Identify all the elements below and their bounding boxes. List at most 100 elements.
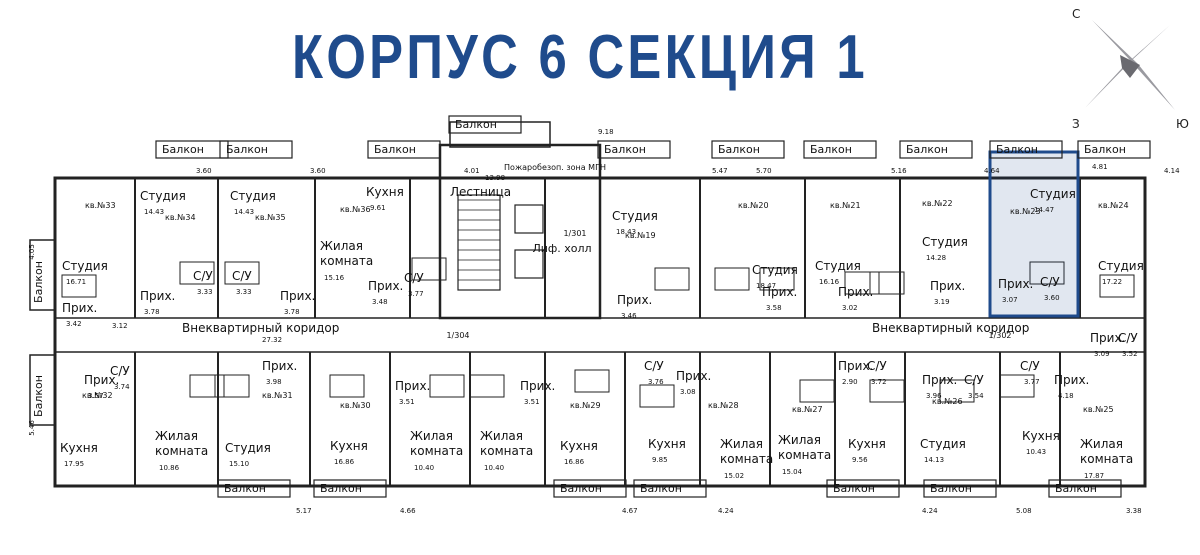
room-area: 3.09	[1094, 350, 1110, 358]
room-area: 15.02	[724, 472, 744, 480]
room-area: 3.46	[621, 312, 637, 320]
balcony-dim: 4.14	[1164, 167, 1180, 175]
compass-w: З	[1072, 117, 1080, 131]
room-area: 14.28	[926, 254, 946, 262]
balcony-label: Балкон	[320, 482, 362, 495]
balcony-dim: 4.64	[984, 167, 1000, 175]
lift-shaft-1	[514, 204, 544, 234]
apartment-number: кв.№22	[922, 199, 953, 208]
room-name: Кухня	[60, 441, 98, 455]
room-area: 14.47	[1034, 206, 1054, 214]
balcony-label: Балкон	[930, 482, 972, 495]
balcony-label: Балкон	[32, 375, 45, 417]
room-area: 3.19	[934, 298, 950, 306]
balcony-box	[219, 140, 293, 159]
labels: Балкон9.18Балкон3.60Балкон3.60Балкон4.01…	[28, 118, 1180, 515]
apartment-number: кв.№23	[1010, 207, 1041, 216]
balcony-box	[155, 140, 229, 159]
bathroom-fixture	[869, 271, 905, 295]
room-name: С/У	[110, 364, 130, 378]
room-area: 3.60	[1044, 294, 1060, 302]
room-area: 15.04	[782, 468, 803, 476]
balcony-label: Балкон	[906, 143, 948, 156]
room-name: Студия	[62, 259, 108, 273]
room-name: Прих.	[1054, 373, 1089, 387]
room-area: 9.56	[852, 456, 868, 464]
room-name: Прих.	[1090, 331, 1125, 345]
bathroom-fixture	[189, 374, 225, 398]
balcony-label: Балкон	[810, 143, 852, 156]
room-area: 3.98	[266, 378, 282, 386]
room-name: Студия	[1098, 259, 1144, 273]
apartment-number: кв.№35	[255, 213, 286, 222]
balcony-label: Балкон	[996, 143, 1038, 156]
room-name: Прих.	[617, 293, 652, 307]
balcony-dim: 5.47	[712, 167, 728, 175]
balcony-label: Балкон	[455, 118, 497, 131]
apartment-number: кв.№27	[792, 405, 823, 414]
room-name: С/У	[1040, 275, 1060, 289]
apartment-number: кв.№24	[1098, 201, 1129, 210]
balcony-box	[899, 140, 973, 159]
room-name: Прих.	[280, 289, 315, 303]
room-area: 3.33	[236, 288, 252, 296]
balcony-box	[711, 140, 785, 159]
room-name: С/У	[867, 359, 887, 373]
room-name: Кухня	[330, 439, 368, 453]
balcony-dim: 4.66	[400, 507, 416, 515]
balcony-dim: 4.05	[28, 244, 36, 260]
apartment-number: кв.№30	[340, 401, 371, 410]
balcony-box	[826, 479, 900, 498]
compass-needle-center	[1120, 55, 1140, 78]
room-area: 2.90	[842, 378, 858, 386]
bathroom-fixture	[714, 267, 750, 291]
balcony-dim: 5.17	[296, 507, 312, 515]
room-area: 9.85	[652, 456, 668, 464]
room-area: 3.78	[284, 308, 300, 316]
balcony-label: Балкон	[224, 482, 266, 495]
room-name: Прих.	[262, 359, 297, 373]
room-name: Прих.	[84, 373, 119, 387]
room-name: С/У	[1020, 359, 1040, 373]
lift-hall-label: Лиф. холл	[532, 242, 591, 255]
room-name: Кухня	[1022, 429, 1060, 443]
apartment-number: кв.№25	[1083, 405, 1114, 414]
left-balcony-2	[29, 354, 56, 426]
bathroom-fixture	[799, 379, 835, 403]
room-area: 18.47	[756, 282, 776, 290]
bathroom-fixture	[999, 374, 1035, 398]
bathroom-fixture	[411, 257, 447, 281]
balcony-label: Балкон	[226, 143, 268, 156]
apartment-number: кв.№19	[625, 231, 656, 240]
room-name: Прих.	[62, 301, 97, 315]
room-area: 16.86	[564, 458, 585, 466]
room-area: 3.08	[680, 388, 696, 396]
balcony-dim: 4.24	[922, 507, 938, 515]
bathroom-fixture	[214, 374, 250, 398]
room-name: Прих.	[922, 373, 957, 387]
room-name: Прих.	[395, 379, 430, 393]
room-name: С/У	[232, 269, 252, 283]
balcony-dim: 4.01	[464, 167, 480, 175]
balcony-label: Балкон	[833, 482, 875, 495]
balcony-dim: 4.24	[718, 507, 734, 515]
balcony-box	[1077, 140, 1151, 159]
room-area: 15.16	[324, 274, 345, 282]
room-name: С/У	[644, 359, 664, 373]
bathroom-fixture	[1099, 274, 1135, 298]
room-name: Прих.	[838, 285, 873, 299]
bathroom-fixture	[61, 274, 97, 298]
bathroom-fixture	[574, 369, 610, 393]
room-name: С/У	[404, 271, 424, 285]
room-name: Прих.	[140, 289, 175, 303]
room-area: 10.86	[159, 464, 180, 472]
balcony-label: Балкон	[604, 143, 646, 156]
room-name: Студия	[922, 235, 968, 249]
room-area: 3.54	[968, 392, 984, 400]
room-area: 3.74	[114, 383, 130, 391]
balcony-box	[803, 140, 877, 159]
walls	[29, 115, 1151, 498]
right-code: 1/302	[988, 331, 1011, 340]
room-area: 17.95	[64, 460, 84, 468]
